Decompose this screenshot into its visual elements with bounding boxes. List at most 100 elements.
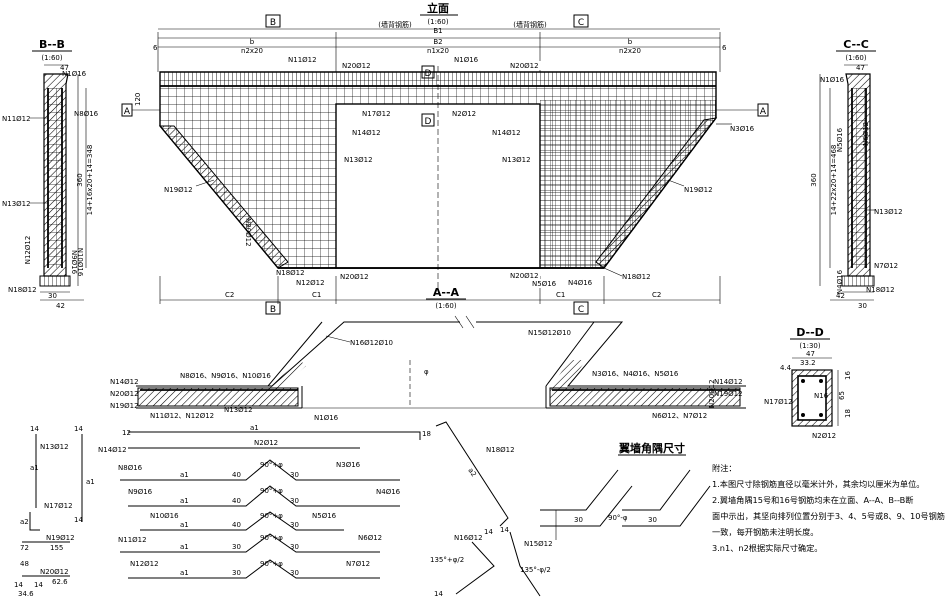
bar-N4-label: N4Ø16 <box>376 488 401 496</box>
dim-n1x20: n1x20 <box>427 47 449 55</box>
wing-angle-title: 翼墙角隅尺寸 <box>618 441 685 455</box>
aa-scale: (1:60) <box>435 302 456 310</box>
mark-D-mid: D <box>425 117 432 127</box>
bar-N15-d14: 14 <box>500 526 509 534</box>
bar-N11-a1: a1 <box>180 543 189 551</box>
elev-label-N18b: N18Ø12 <box>622 273 651 281</box>
bb-d360: 360 <box>76 173 84 186</box>
dim-b-right: b <box>628 38 633 46</box>
dim-six-left: 6 <box>153 44 158 52</box>
elev-label-N14a: N14Ø12 <box>352 129 381 137</box>
dim-n2x20-left: n2x20 <box>241 47 263 55</box>
bar-N17-a2: a2 <box>20 518 29 526</box>
mark-B-top: B <box>270 18 276 28</box>
dd-label-N16: N16 <box>814 392 829 400</box>
elev-label-N18a: N18Ø12 <box>276 269 305 277</box>
dim-B2: B2 <box>433 38 442 46</box>
notes-heading: 附注： <box>712 463 737 473</box>
section-bb: B--B (1:60) 47 360 14+16x20+14=348 N1Ø16… <box>2 38 99 310</box>
aa-label-N15: N15Ø12Ø10 <box>528 329 571 337</box>
bar-N5-d30: 30 <box>290 521 299 529</box>
bb-d42: 42 <box>56 302 65 310</box>
aa-phi: φ <box>424 368 429 376</box>
dim-n2x20-right: n2x20 <box>619 47 641 55</box>
elev-label-N14b: N14Ø12 <box>492 129 521 137</box>
aa-title: A--A <box>433 286 460 299</box>
bar-N9-label: N9Ø16 <box>128 488 153 496</box>
aa-label-N19a: N19Ø12 <box>110 402 139 410</box>
bar-N13-a1: a1 <box>30 464 39 472</box>
bar-N13-d14: 14 <box>30 425 39 433</box>
bar-N20-d626: 62.6 <box>52 578 68 586</box>
cc-d360: 360 <box>810 173 818 186</box>
bar-N11-angle: 90°+φ <box>260 534 283 542</box>
note-wall-back-left: (墙背钢筋) <box>378 20 412 29</box>
elev-label-N12: N12Ø12 <box>296 279 325 287</box>
bar-N10-label: N10Ø16 <box>150 512 179 520</box>
aa-label-N20b: N20Ø12 <box>708 379 716 408</box>
dim-B1: B1 <box>433 27 442 35</box>
bar-N15-label: N15Ø12 <box>524 540 553 548</box>
section-dd: D--D (1:30) 47 33.2 4.4 65 16 18 N17Ø12 … <box>764 326 852 440</box>
mark-A-right: A <box>760 107 767 117</box>
section-aa: A--A (1:60) φ N16Ø12Ø10 N15Ø12Ø10 N8Ø16、… <box>110 286 746 420</box>
bar-N19-d155: 155 <box>50 544 63 552</box>
bar-N14-a1: a1 <box>86 478 95 486</box>
dd-d65: 65 <box>838 391 846 400</box>
dd-title: D--D <box>796 326 824 339</box>
wing-angle-detail: 翼墙角隅尺寸 30 30 90°-φ <box>540 441 711 540</box>
bb-d47: 47 <box>60 64 69 72</box>
cc-d47: 47 <box>856 64 865 72</box>
elev-label-N20a: N20Ø12 <box>342 62 371 70</box>
drawing-sheet: 立面 (1:60) b n2x20 B1 B2 n1x20 b n2x20 (墙… <box>2 1 945 598</box>
aa-label-N14a: N14Ø12 <box>110 378 139 386</box>
bar-N10-a1: a1 <box>180 521 189 529</box>
aa-label-N13: N13Ø12 <box>224 406 253 414</box>
notes-line-3: 面中示出，其坚向排列位置分别于3、4、5号或8、9、10号钢筋 <box>712 511 945 521</box>
aa-label-N16: N16Ø12Ø10 <box>350 339 393 347</box>
dim-C2-left: C2 <box>225 291 234 299</box>
bar-N17-label: N17Ø12 <box>44 502 73 510</box>
bar-N19-label: N19Ø12 <box>46 534 75 542</box>
mark-B-bottom: B <box>270 305 276 315</box>
bar-N8-label: N8Ø16 <box>118 464 143 472</box>
dd-d44: 4.4 <box>780 364 792 372</box>
bar-N16-d14: 14 <box>484 528 493 536</box>
aa-label-N6-N7: N6Ø12、N7Ø12 <box>652 412 707 420</box>
bb-label-N18: N18Ø12 <box>8 286 37 294</box>
elev-label-N5: N5Ø16 <box>532 280 557 288</box>
bar-N20-d14b: 14 <box>34 581 43 589</box>
elev-label-N13b: N13Ø12 <box>502 156 531 164</box>
dim-b-left: b <box>250 38 255 46</box>
dim-C1-right: C1 <box>556 291 565 299</box>
bb-label-N13: N13Ø12 <box>2 200 31 208</box>
bar-N20-d14: 14 <box>14 581 23 589</box>
bar-N16-d14b: 14 <box>434 590 443 598</box>
elev-label-N20b: N20Ø12 <box>510 62 539 70</box>
elev-label-N20c: N20Ø12 <box>244 218 252 247</box>
bb-label-N9: N9Ø16 <box>70 250 78 275</box>
dd-d47: 47 <box>806 350 815 358</box>
bar-N14-d14: 14 <box>74 425 83 433</box>
bar-N9-a1: a1 <box>180 497 189 505</box>
drawing-canvas: 立面 (1:60) b n2x20 B1 B2 n1x20 b n2x20 (墙… <box>2 1 903 598</box>
wing-d30b: 30 <box>648 516 657 524</box>
elev-label-N17: N17Ø12 <box>362 110 391 118</box>
bar-details: 14 N13Ø12 a1 N17Ø12 a2 N19Ø12 72 155 48 … <box>14 414 553 598</box>
aa-label-N14b: N14Ø12 <box>714 378 743 386</box>
elev-label-N19a: N19Ø12 <box>164 186 193 194</box>
mark-C-bottom: C <box>578 305 584 315</box>
bar-N10-angle: 90°+φ <box>260 512 283 520</box>
aa-label-N20a: N20Ø12 <box>110 390 139 398</box>
dim-six-right: 6 <box>722 44 727 52</box>
notes-line-5: 3.n1、n2根据实际尺寸确定。 <box>712 543 823 553</box>
bar-N6-label: N6Ø12 <box>358 534 382 542</box>
bar-N19-d72: 72 <box>20 544 29 552</box>
bb-d30: 30 <box>48 292 57 300</box>
bar-N12-angle: 90°+φ <box>260 560 283 568</box>
aa-label-group-left: N8Ø16、N9Ø16、N10Ø16 <box>180 372 271 380</box>
bar-N1-a1: a1 <box>250 424 259 432</box>
bar-N18-label: N18Ø12 <box>486 446 515 454</box>
bar-N2-label: N2Ø12 <box>254 439 278 447</box>
dd-scale: (1:30) <box>799 342 820 350</box>
